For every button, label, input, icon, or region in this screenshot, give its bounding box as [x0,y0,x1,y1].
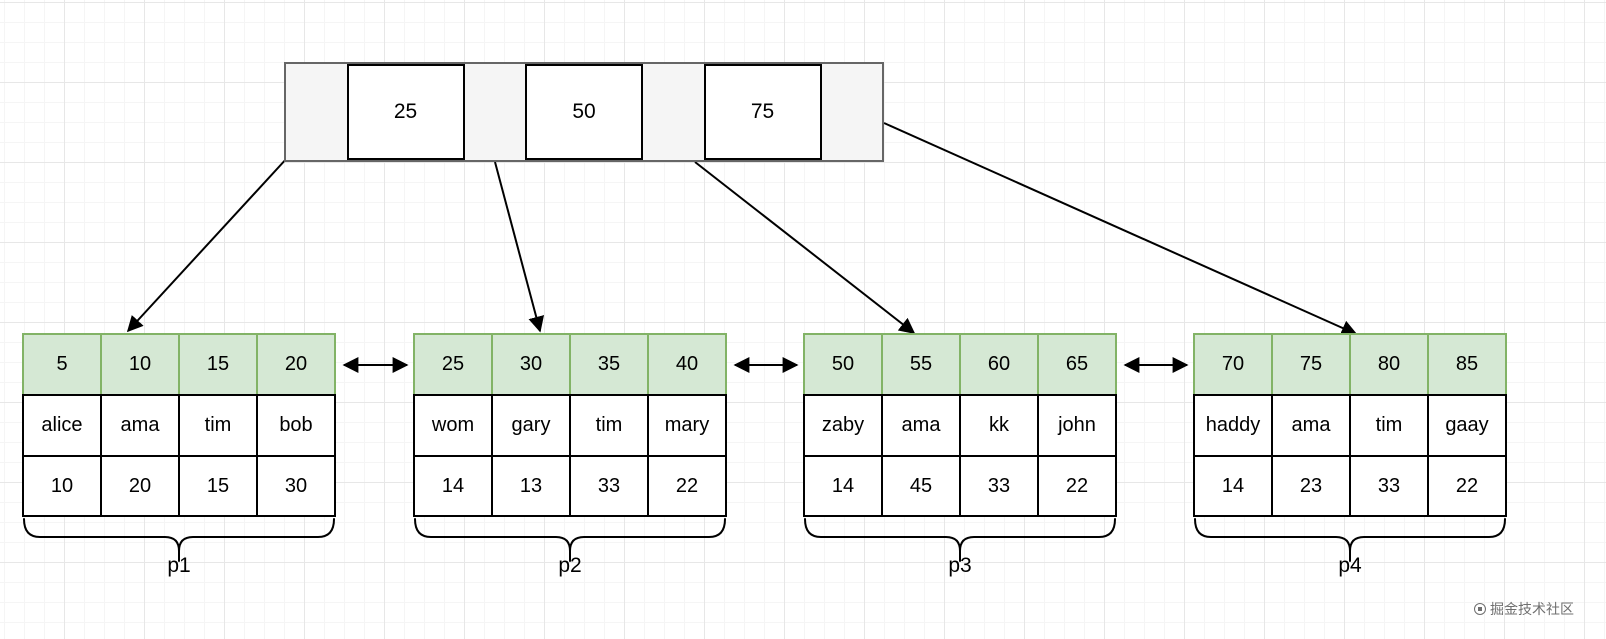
key-row: 5 10 15 20 [22,333,336,396]
leaf-page-p2: 25 30 35 40 wom gary tim mary 14 13 33 2… [413,333,727,517]
value-cell: 14 [1193,455,1273,517]
name-row: wom gary tim mary [413,394,727,457]
value-cell: 33 [1349,455,1429,517]
value-cell: 23 [1271,455,1351,517]
arrow-root-to-p4 [883,122,1358,336]
root-pointer-cell [643,64,704,160]
key-cell: 75 [1271,333,1351,396]
name-cell: john [1037,394,1117,457]
page-label-p2: p2 [558,554,582,577]
value-cell: 33 [569,455,649,517]
leaf-page-p3: 50 55 60 65 zaby ama kk john 14 45 33 22 [803,333,1117,517]
name-cell: ama [1271,394,1351,457]
juejin-logo-icon [1474,603,1486,615]
name-row: alice ama tim bob [22,394,336,457]
key-cell: 30 [491,333,571,396]
key-cell: 55 [881,333,961,396]
key-row: 50 55 60 65 [803,333,1117,396]
name-cell: alice [22,394,102,457]
value-row: 10 20 15 30 [22,455,336,517]
name-cell: ama [100,394,180,457]
root-pointer-cell [465,64,526,160]
value-cell: 14 [803,455,883,517]
page-label-p1: p1 [167,554,191,577]
value-cell: 45 [881,455,961,517]
value-row: 14 13 33 22 [413,455,727,517]
key-cell: 15 [178,333,258,396]
key-cell: 65 [1037,333,1117,396]
value-cell: 15 [178,455,258,517]
root-key-cell: 25 [346,64,465,160]
name-cell: gary [491,394,571,457]
name-cell: tim [569,394,649,457]
name-cell: tim [178,394,258,457]
key-row: 25 30 35 40 [413,333,727,396]
value-row: 14 23 33 22 [1193,455,1507,517]
arrow-root-to-p2 [494,161,545,333]
key-cell: 20 [256,333,336,396]
key-cell: 40 [647,333,727,396]
leaf-page-p4: 70 75 80 85 haddy ama tim gaay 14 23 33 … [1193,333,1507,517]
watermark: 掘金技术社区 [1474,599,1574,619]
name-cell: tim [1349,394,1429,457]
name-cell: zaby [803,394,883,457]
name-cell: mary [647,394,727,457]
root-node: 25 50 75 [284,62,884,162]
value-cell: 20 [100,455,180,517]
value-cell: 22 [647,455,727,517]
key-cell: 85 [1427,333,1507,396]
key-cell: 35 [569,333,649,396]
key-cell: 50 [803,333,883,396]
name-cell: ama [881,394,961,457]
root-key-cell: 50 [525,64,643,160]
page-label-p4: p4 [1338,554,1362,577]
value-cell: 14 [413,455,493,517]
root-pointer-cell [286,64,347,160]
page-label-p3: p3 [948,554,972,577]
value-cell: 33 [959,455,1039,517]
value-row: 14 45 33 22 [803,455,1117,517]
arrow-root-to-p1 [126,156,289,333]
value-cell: 13 [491,455,571,517]
key-cell: 10 [100,333,180,396]
name-cell: kk [959,394,1039,457]
name-row: haddy ama tim gaay [1193,394,1507,457]
root-pointer-cell [822,64,883,160]
key-cell: 5 [22,333,102,396]
name-cell: gaay [1427,394,1507,457]
key-cell: 60 [959,333,1039,396]
key-cell: 25 [413,333,493,396]
watermark-text: 掘金技术社区 [1490,601,1574,617]
leaf-page-p1: 5 10 15 20 alice ama tim bob 10 20 15 30 [22,333,336,517]
name-cell: haddy [1193,394,1273,457]
key-cell: 80 [1349,333,1429,396]
name-cell: bob [256,394,336,457]
value-cell: 30 [256,455,336,517]
value-cell: 22 [1427,455,1507,517]
value-cell: 10 [22,455,102,517]
name-cell: wom [413,394,493,457]
key-cell: 70 [1193,333,1273,396]
key-row: 70 75 80 85 [1193,333,1507,396]
name-row: zaby ama kk john [803,394,1117,457]
arrow-root-to-p3 [694,161,916,334]
value-cell: 22 [1037,455,1117,517]
root-key-cell: 75 [703,64,822,160]
